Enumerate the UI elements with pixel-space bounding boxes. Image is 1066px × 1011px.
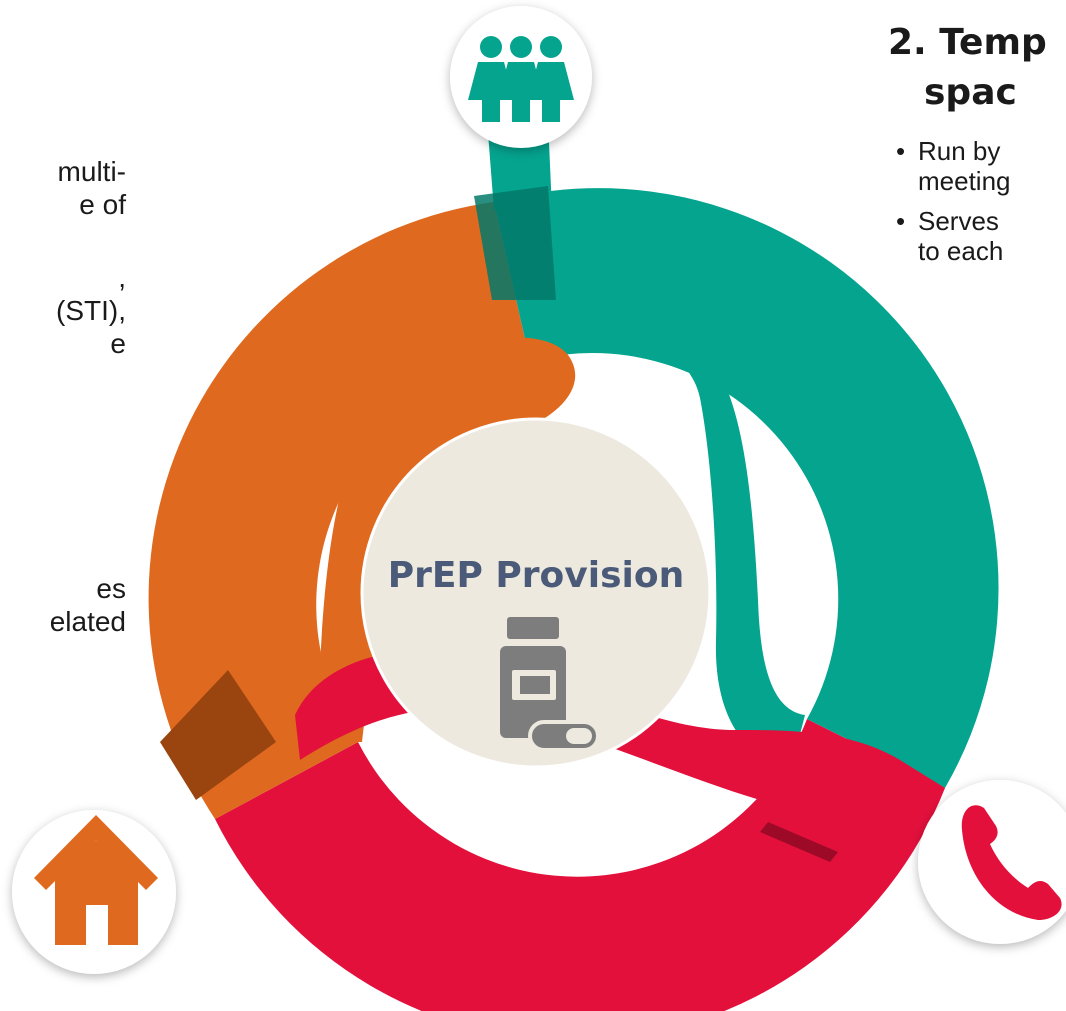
left-text-line-4: (STI),	[56, 295, 126, 326]
left-text-line-6: es	[96, 573, 126, 604]
right-bullet-1-line-2: meeting	[918, 166, 1011, 196]
right-bullet-2-line-2: to each	[918, 236, 1004, 266]
pill-bottle-icon	[500, 617, 600, 752]
center-title: PrEP Provision	[387, 555, 685, 596]
teal-overlap-shade	[474, 186, 556, 300]
left-text-line-2: e of	[79, 189, 126, 220]
home-icon	[12, 810, 176, 974]
teal-inner-arm	[600, 330, 805, 765]
left-text-line-5: e	[110, 328, 126, 359]
right-bullet-2-line-1: Serves	[896, 206, 999, 236]
orange-inner-arm	[318, 337, 576, 742]
red-overlap-shade	[760, 822, 838, 862]
left-text-line-3: ,	[118, 262, 126, 293]
center-disc	[360, 417, 712, 769]
orange-overlap-shade	[160, 670, 276, 800]
left-text-line-7: elated	[49, 606, 126, 637]
women-group-icon	[450, 6, 592, 148]
right-bullet-1-line-1: Run by	[896, 136, 1000, 166]
left-text-line-1: multi-	[57, 156, 126, 187]
right-heading-line-2: spac	[924, 72, 1017, 113]
red-ring-segment	[215, 719, 945, 1011]
phone-icon	[918, 780, 1066, 944]
right-heading-line-1: 2. Temp	[888, 22, 1047, 63]
